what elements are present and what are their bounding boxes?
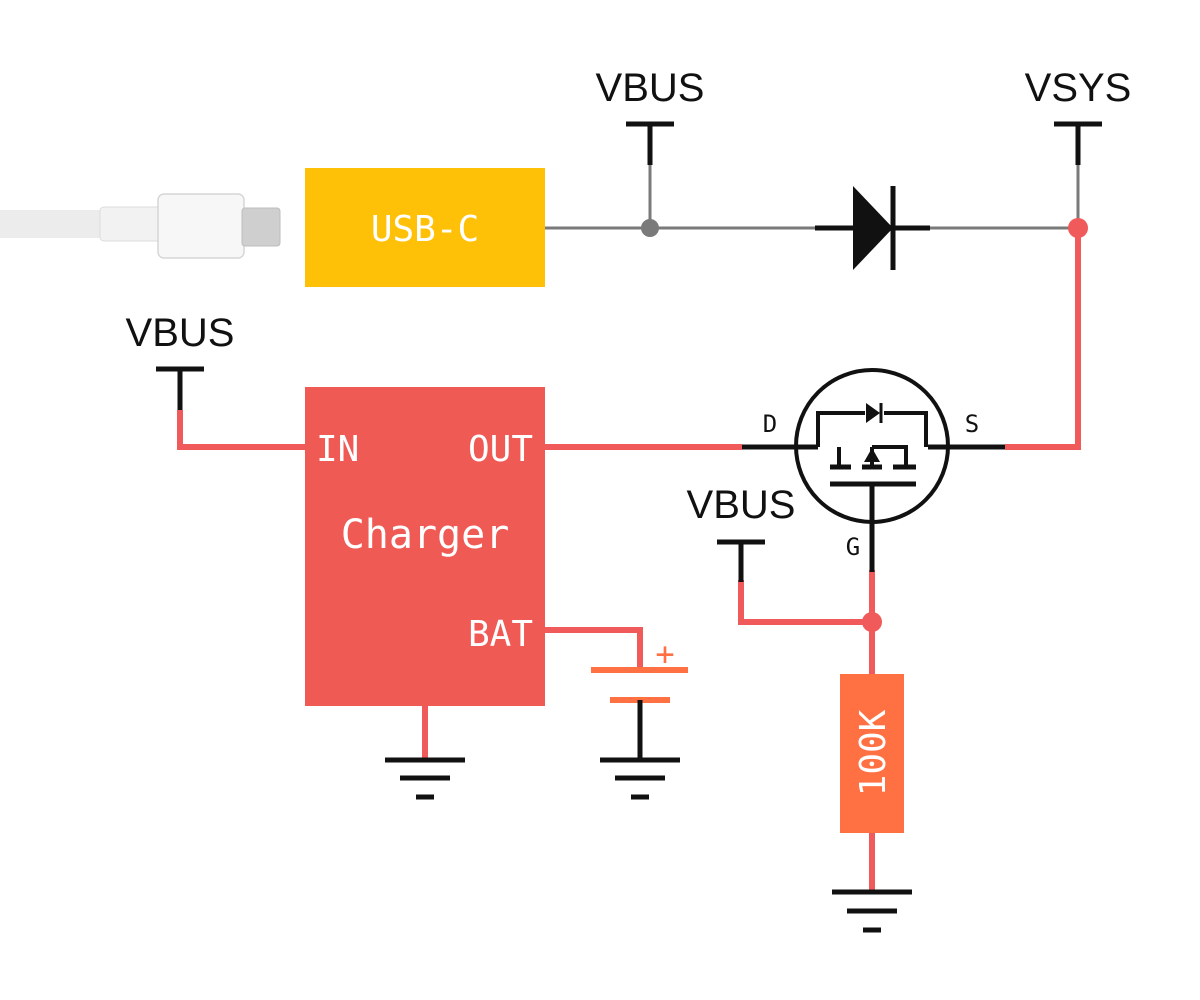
vbus-junction-dot [641, 219, 659, 237]
mosfet-source-label: S [965, 410, 979, 438]
vbus-top-label: VBUS [596, 66, 705, 110]
vbus-top-wires [544, 165, 1080, 230]
charger-bat-label: BAT [468, 614, 533, 655]
mosfet-symbol: D S G [742, 368, 1005, 572]
vsys-junction-dot [1068, 218, 1088, 238]
usb-c-label: USB-C [371, 209, 479, 250]
vbus-gate-terminal: VBUS [687, 483, 796, 582]
diode-symbol [815, 186, 930, 270]
vbus-left-terminal: VBUS [126, 311, 235, 410]
red-wires [177, 228, 1081, 890]
charger-block: IN OUT Charger BAT [305, 387, 545, 706]
vbus-top-terminal: VBUS [596, 66, 705, 165]
vsys-label: VSYS [1025, 66, 1132, 110]
usb-c-cable-icon [0, 193, 281, 259]
resistor-ground-icon [832, 889, 912, 933]
battery-plus-label: + [655, 635, 674, 673]
resistor-value-label: 100K [853, 709, 894, 796]
battery-symbol: + [591, 635, 688, 758]
vsys-terminal: VSYS [1025, 66, 1132, 165]
vbus-gate-label: VBUS [687, 483, 796, 527]
charger-in-label: IN [316, 429, 359, 470]
mosfet-gate-label: G [846, 533, 860, 561]
usb-c-block: USB-C [305, 168, 545, 287]
resistor-100k: 100K [840, 674, 904, 833]
charger-name-label: Charger [341, 512, 510, 558]
charger-out-label: OUT [468, 429, 533, 470]
gate-junction-dot [862, 612, 882, 632]
charger-ground-icon [385, 757, 465, 800]
mosfet-drain-label: D [763, 410, 777, 438]
battery-ground-icon [600, 757, 680, 800]
vbus-left-label: VBUS [126, 311, 235, 355]
